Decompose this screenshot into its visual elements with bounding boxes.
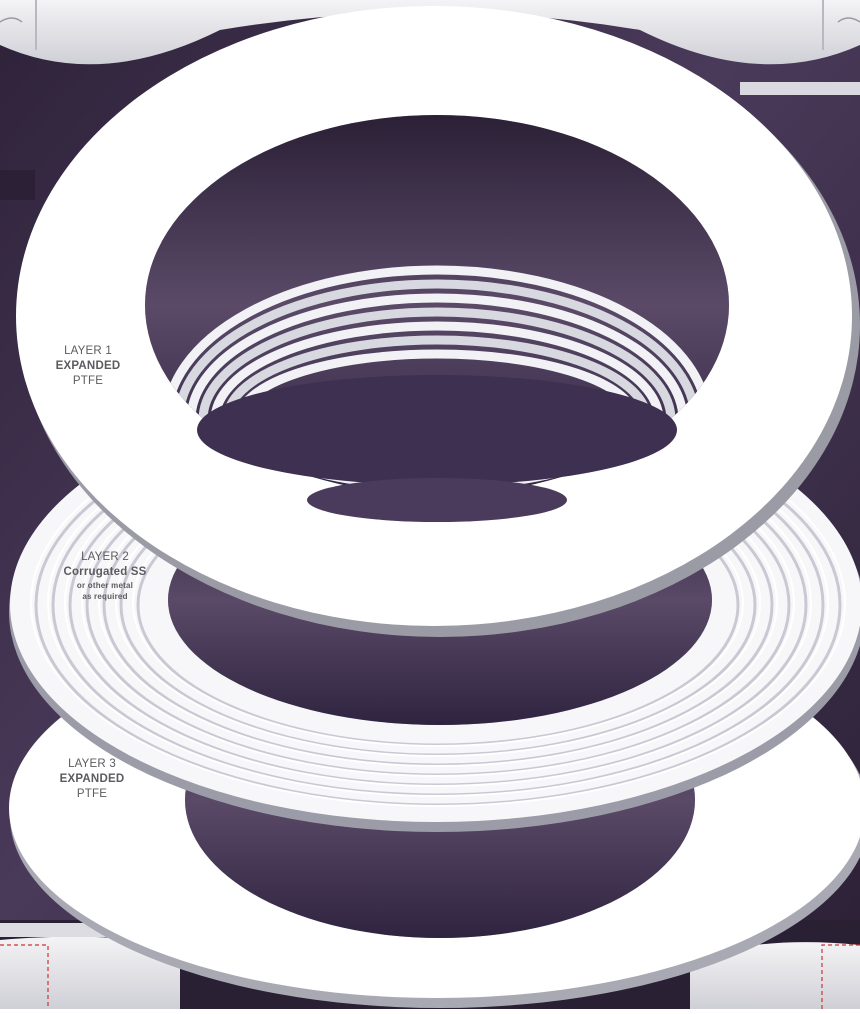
layer3-label: LAYER 3 EXPANDED PTFE [42, 757, 142, 802]
layer3-material-2: PTFE [42, 787, 142, 802]
layer2-note-2: as required [35, 591, 175, 602]
layer2-label: LAYER 2 Corrugated SS or other metal as … [35, 550, 175, 602]
layer1-material: EXPANDED [38, 359, 138, 374]
layer2-note-1: or other metal [35, 580, 175, 591]
layer1-ring [16, 6, 860, 637]
layer1-material-2: PTFE [38, 374, 138, 389]
layer1-title: LAYER 1 [38, 344, 138, 359]
layer1-label: LAYER 1 EXPANDED PTFE [38, 344, 138, 389]
layer2-title: LAYER 2 [35, 550, 175, 565]
layer3-material: EXPANDED [42, 772, 142, 787]
layer2-material: Corrugated SS [35, 565, 175, 580]
layer3-title: LAYER 3 [42, 757, 142, 772]
